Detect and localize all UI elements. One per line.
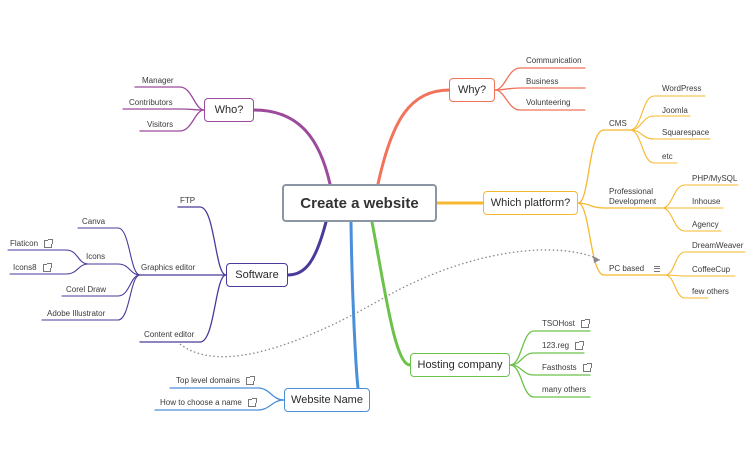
external-link-icon[interactable] [246, 375, 256, 385]
123reg-label: 123.reg [542, 341, 570, 350]
leaf-123reg[interactable]: 123.reg [542, 340, 585, 350]
leaf-coffeecup[interactable]: CoffeeCup [692, 265, 731, 274]
external-link-icon[interactable] [247, 397, 257, 407]
pc-based-label: PC based [609, 264, 645, 273]
platform-branch-lines [435, 95, 746, 299]
topic-who[interactable]: Who? [204, 98, 254, 122]
why-branch-lines [376, 67, 586, 186]
website-name-branch-lines [154, 220, 360, 411]
hosting-branch-lines [370, 220, 591, 398]
topic-software[interactable]: Software [226, 263, 288, 287]
leaf-contributors[interactable]: Contributors [129, 98, 173, 107]
relationship-arrowhead [593, 256, 600, 263]
relationship-line [179, 249, 601, 358]
leaf-top-level-domains[interactable]: Top level domains [176, 375, 256, 385]
subtopic-professional-development[interactable]: Professional Development [609, 187, 656, 207]
flaticon-label: Flaticon [10, 239, 39, 248]
icons8-label: Icons8 [13, 263, 37, 272]
topic-which-platform[interactable]: Which platform? [483, 191, 578, 215]
leaf-manager[interactable]: Manager [142, 76, 174, 85]
external-link-icon[interactable] [580, 318, 590, 328]
notes-icon[interactable] [654, 264, 661, 273]
leaf-icons8[interactable]: Icons8 [13, 262, 52, 272]
professional-line2: Development [609, 197, 657, 206]
external-link-icon[interactable] [582, 362, 592, 372]
leaf-fasthosts[interactable]: Fasthosts [542, 362, 592, 372]
subtopic-content-editor[interactable]: Content editor [144, 330, 195, 339]
leaf-communication[interactable]: Communication [526, 56, 582, 65]
subtopic-graphics-editor[interactable]: Graphics editor [141, 263, 196, 272]
leaf-visitors[interactable]: Visitors [147, 120, 174, 129]
subtopic-pc-based[interactable]: PC based [609, 264, 661, 273]
leaf-corel-draw[interactable]: Corel Draw [66, 285, 107, 294]
leaf-canva[interactable]: Canva [82, 217, 106, 226]
leaf-joomla[interactable]: Joomla [662, 106, 688, 115]
external-link-icon[interactable] [575, 340, 585, 350]
topic-why[interactable]: Why? [449, 78, 495, 102]
topic-website-name[interactable]: Website Name [284, 388, 370, 412]
leaf-tsohost[interactable]: TSOHost [542, 318, 590, 328]
how-to-choose-label: How to choose a name [160, 398, 242, 407]
who-branch-lines [122, 86, 332, 186]
top-level-domains-label: Top level domains [176, 376, 241, 385]
leaf-php-mysql[interactable]: PHP/MySQL [692, 174, 738, 183]
professional-line1: Professional [609, 187, 654, 196]
leaf-flaticon[interactable]: Flaticon [10, 238, 54, 248]
leaf-few-others[interactable]: few others [692, 287, 729, 296]
leaf-volunteering[interactable]: Volunteering [526, 98, 571, 107]
topic-hosting-company[interactable]: Hosting company [410, 353, 510, 377]
leaf-squarespace[interactable]: Squarespace [662, 128, 710, 137]
leaf-business[interactable]: Business [526, 77, 559, 86]
central-topic[interactable]: Create a website [282, 184, 437, 222]
leaf-dreamweaver[interactable]: DreamWeaver [692, 241, 744, 250]
leaf-etc[interactable]: etc [662, 152, 673, 161]
leaf-adobe-illustrator[interactable]: Adobe Illustrator [47, 309, 106, 318]
leaf-icons[interactable]: Icons [86, 252, 106, 261]
tsohost-label: TSOHost [542, 319, 575, 328]
external-link-icon[interactable] [44, 238, 54, 248]
external-link-icon[interactable] [42, 262, 52, 272]
leaf-how-to-choose-a-name[interactable]: How to choose a name [160, 397, 257, 407]
subtopic-ftp[interactable]: FTP [180, 196, 196, 205]
subtopic-cms[interactable]: CMS [609, 119, 627, 128]
software-branch-lines [7, 206, 328, 343]
leaf-agency[interactable]: Agency [692, 220, 719, 229]
leaf-many-others[interactable]: many others [542, 385, 587, 394]
leaf-wordpress[interactable]: WordPress [662, 84, 702, 93]
fasthosts-label: Fasthosts [542, 363, 577, 372]
leaf-inhouse[interactable]: Inhouse [692, 197, 721, 206]
